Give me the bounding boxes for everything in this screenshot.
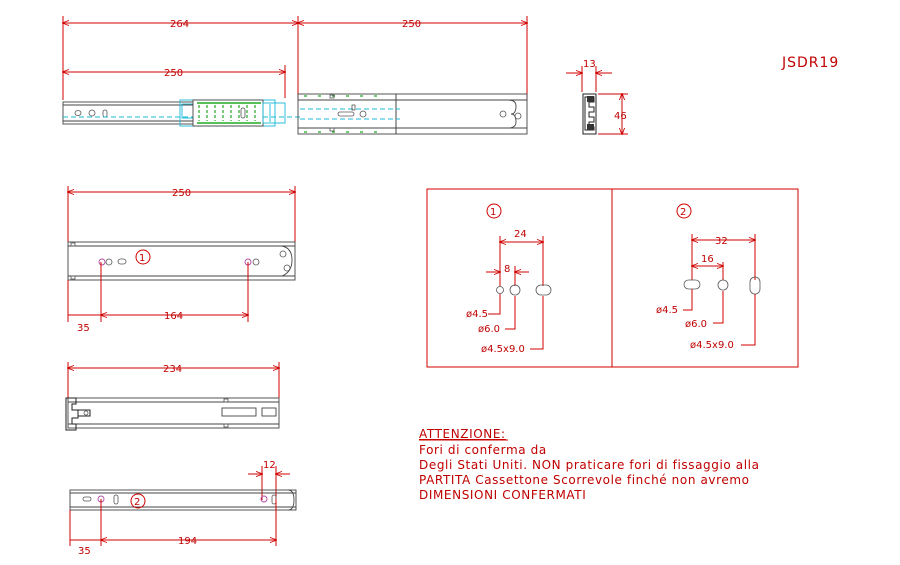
middle-rail-view: 234 — [65, 362, 279, 431]
drawing-code: JSDR19 — [781, 55, 839, 71]
dimension-label-small: 12 — [263, 460, 276, 471]
marker-2-detail: 2 — [680, 207, 686, 218]
detail-2-outer-dim: 32 — [715, 236, 728, 247]
end-view: 13 46 — [566, 59, 628, 134]
dimension-label-offset-inner: 35 — [78, 546, 91, 557]
notice-line-2: Degli Stati Uniti. NON praticare fori di… — [419, 458, 760, 472]
hole-detail-box: 1 24 8 ø4.5 ø6.0 ø4.5x9.0 2 32 16 ø4.5 — [426, 188, 799, 368]
dimension-label-height: 46 — [614, 111, 627, 122]
dimension-label-length-middle: 234 — [163, 364, 182, 375]
marker-1-detail: 1 — [490, 207, 496, 218]
dimension-label-offset: 35 — [77, 323, 90, 334]
dimension-label-inner: 250 — [164, 68, 183, 79]
detail-2-label-small: ø4.5 — [656, 305, 678, 316]
dimension-label-extension: 250 — [402, 19, 421, 30]
detail-2-inner-dim: 16 — [701, 254, 714, 265]
dimension-label-total: 264 — [170, 19, 189, 30]
notice-block: ATTENZIONE: Fori di conferma da Degli St… — [419, 427, 760, 502]
detail-2-label-slot: ø4.5x9.0 — [690, 340, 734, 351]
marker-1-outer: 1 — [139, 253, 145, 264]
dimension-label-width: 13 — [583, 59, 596, 70]
inner-rail-view: 12 2 35 194 — [69, 460, 297, 557]
notice-title: ATTENZIONE: — [419, 427, 506, 441]
outer-rail-view: 250 1 35 164 — [68, 186, 295, 334]
inner-rail — [395, 93, 528, 135]
assembly-top-view: 264 250 250 — [63, 16, 528, 135]
dimension-label-spacing-inner: 194 — [178, 536, 197, 547]
notice-line-3: PARTITA Cassettone Scorrevole finché non… — [419, 473, 750, 487]
detail-1-label-slot: ø4.5x9.0 — [481, 344, 525, 355]
detail-1-label-small: ø4.5 — [466, 309, 488, 320]
marker-2-inner: 2 — [134, 497, 140, 508]
notice-line-1: Fori di conferma da — [419, 443, 547, 457]
detail-1-inner-dim: 8 — [504, 264, 510, 275]
detail-2-label-round: ø6.0 — [685, 319, 707, 330]
detail-1-label-round: ø6.0 — [478, 324, 500, 335]
dimension-label-spacing: 164 — [164, 311, 183, 322]
dimension-label-length: 250 — [172, 188, 191, 199]
notice-line-4: DIMENSIONI CONFERMATI — [419, 488, 586, 502]
detail-1-outer-dim: 24 — [514, 229, 527, 240]
